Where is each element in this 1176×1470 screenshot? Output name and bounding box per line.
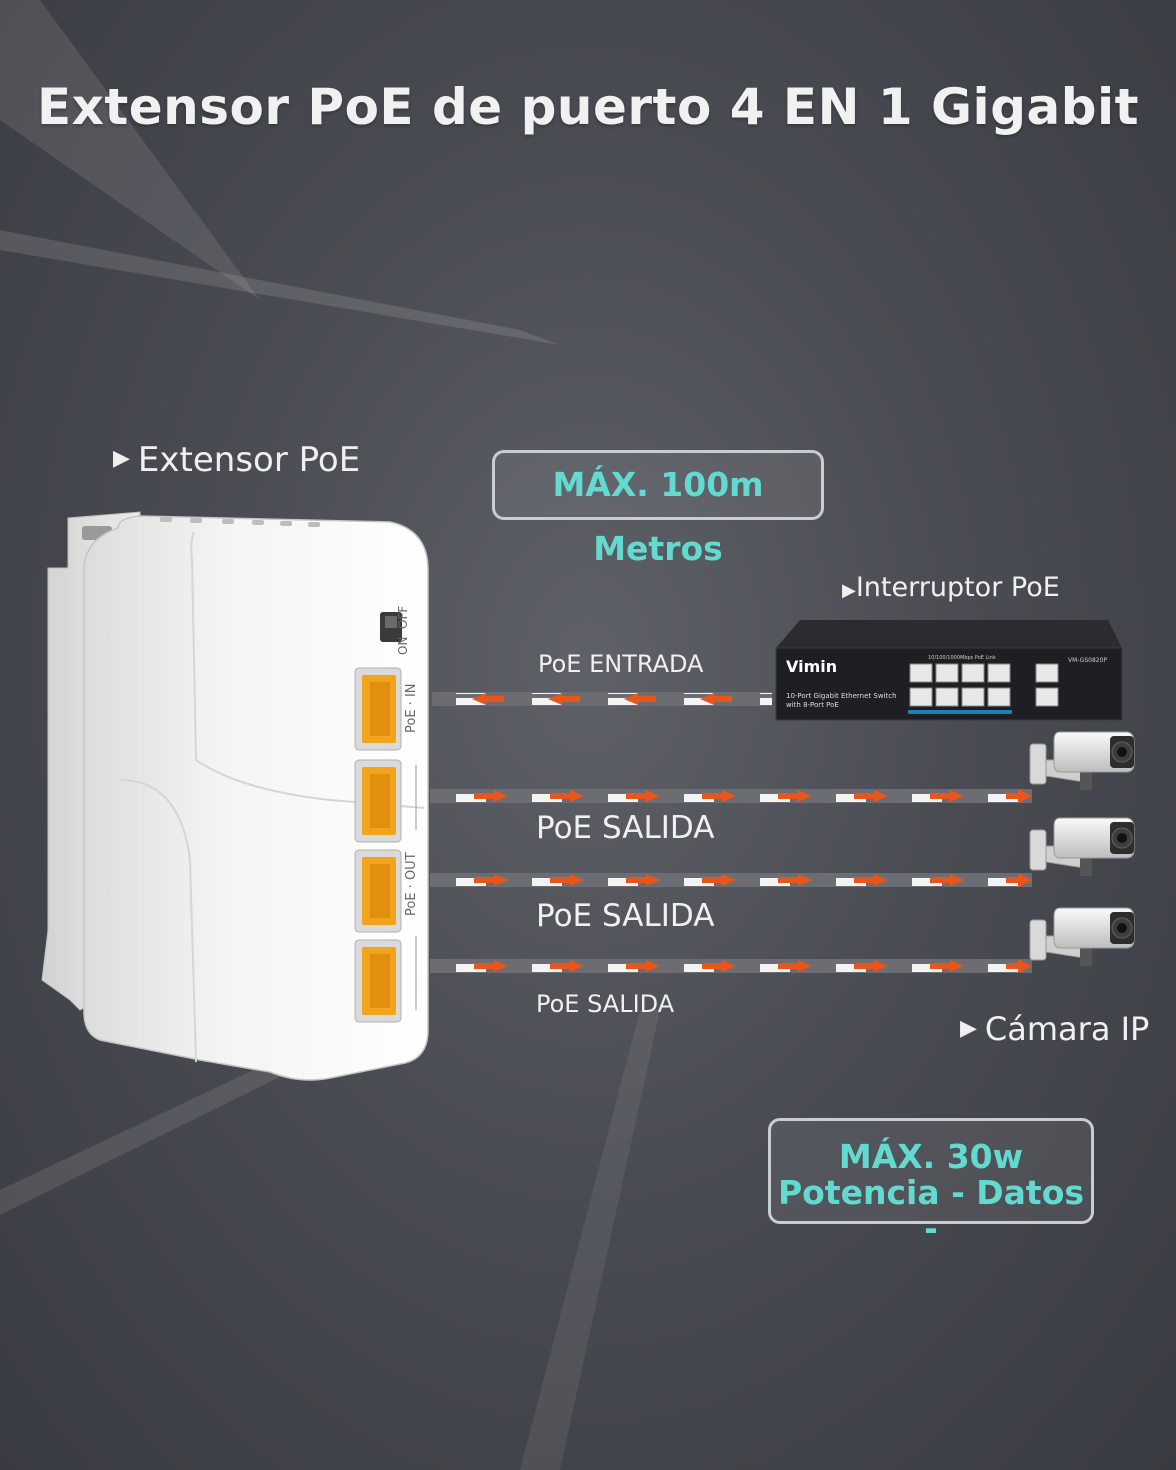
power-box: MÁX. 30w Potencia - Datos - xyxy=(768,1118,1094,1247)
input-cable xyxy=(432,692,772,706)
page-title: Extensor PoE de puerto 4 EN 1 Gigabit xyxy=(36,78,1140,136)
ip-camera-3 xyxy=(1029,907,1135,967)
line-label-input: PoE ENTRADA xyxy=(538,650,704,678)
switch-label: ▶Interruptor PoE xyxy=(842,572,1060,603)
triangle-bullet-icon: ▶ xyxy=(842,580,856,601)
line-label-output-1: PoE SALIDA xyxy=(536,810,715,846)
triangle-bullet-icon: ▶ xyxy=(960,1015,977,1041)
port-out-2 xyxy=(354,849,402,933)
triangle-bullet-icon: ▶ xyxy=(113,446,130,471)
switch-description-line2: with 8-Port PoE xyxy=(786,701,839,709)
line-label-output-2: PoE SALIDA xyxy=(536,898,715,934)
switch-description: 10-Port Gigabit Ethernet Switch with 8-P… xyxy=(786,692,897,710)
ip-camera-2 xyxy=(1029,817,1135,877)
distance-box-text: MÁX. 100m Metros xyxy=(552,465,764,568)
extender-label-text: Extensor PoE xyxy=(137,440,361,480)
switch-speed-label: 10/100/1000Mbps PoE Link xyxy=(928,655,996,661)
output-cable-1 xyxy=(430,789,1032,803)
power-box-line2: Potencia - Datos - xyxy=(777,1173,1085,1248)
line-label-output-3: PoE SALIDA xyxy=(536,990,675,1018)
output-cable-2 xyxy=(430,873,1032,887)
port-in xyxy=(354,667,402,751)
switch-brand: Vimin xyxy=(786,657,838,676)
ip-camera-1 xyxy=(1029,731,1135,791)
distance-box: MÁX. 100m Metros xyxy=(492,450,824,568)
power-box-line1: MÁX. 30w xyxy=(838,1137,1024,1176)
switch-label-text: Interruptor PoE xyxy=(855,572,1060,603)
extender-label: ▶ Extensor PoE xyxy=(113,440,360,480)
port-out-3 xyxy=(354,939,402,1023)
switch-model: VM-GS0820P xyxy=(1068,657,1108,664)
camera-label-text: Cámara IP xyxy=(984,1010,1150,1048)
port-out-1 xyxy=(354,759,402,843)
output-cable-3 xyxy=(430,959,1032,973)
camera-label: ▶ Cámara IP xyxy=(960,1010,1149,1048)
switch-description-line1: 10-Port Gigabit Ethernet Switch xyxy=(786,692,897,700)
